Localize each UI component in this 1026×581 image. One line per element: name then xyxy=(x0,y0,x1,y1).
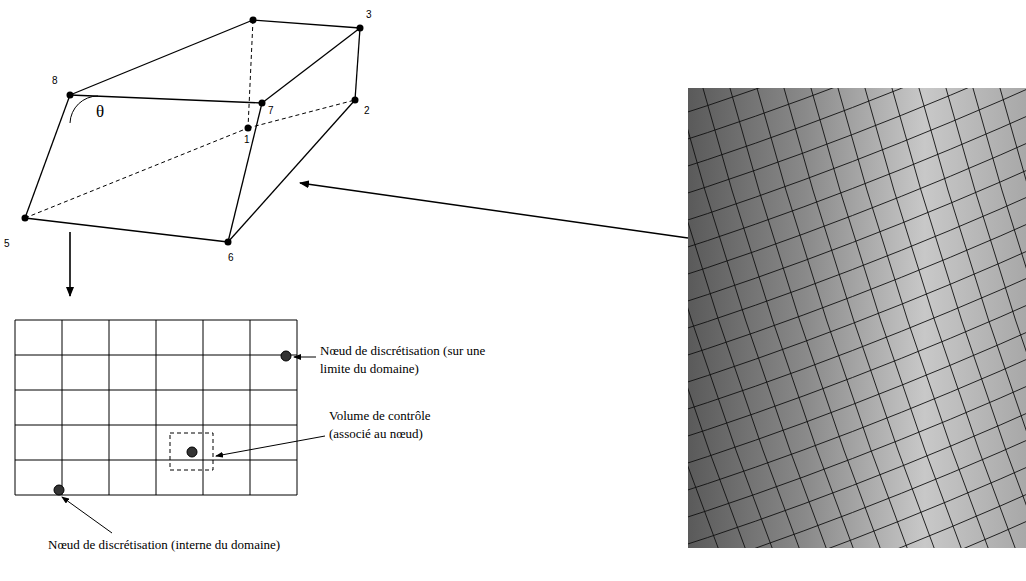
angle-arc xyxy=(70,96,98,123)
mesh-lines xyxy=(688,88,1026,548)
pointer-arrow xyxy=(69,232,71,296)
vertex-dots xyxy=(22,17,364,246)
grid-nodes xyxy=(54,351,291,495)
callout-text: Nœud de discrétisation (interne du domai… xyxy=(48,536,378,554)
hidden-edges xyxy=(25,20,355,218)
control-volume xyxy=(170,433,213,470)
pointer-arrow xyxy=(300,183,688,238)
vertex-number: 7 xyxy=(268,104,274,118)
block-outline xyxy=(25,20,360,242)
vertex-number: 5 xyxy=(4,237,10,251)
vertex-number: 8 xyxy=(52,74,58,88)
leader-lines xyxy=(62,357,325,533)
vertex-number: 1 xyxy=(244,133,250,147)
vertex-number: 3 xyxy=(366,8,372,22)
discretization-grid xyxy=(15,320,297,495)
angle-label: θ xyxy=(96,101,104,124)
callout-text: Nœud de discrétisation (sur une limite d… xyxy=(320,342,510,377)
callout-text: Volume de contrôle (associé au nœud) xyxy=(329,407,469,442)
vertex-number: 6 xyxy=(228,251,234,265)
vertex-number: 2 xyxy=(364,104,370,118)
